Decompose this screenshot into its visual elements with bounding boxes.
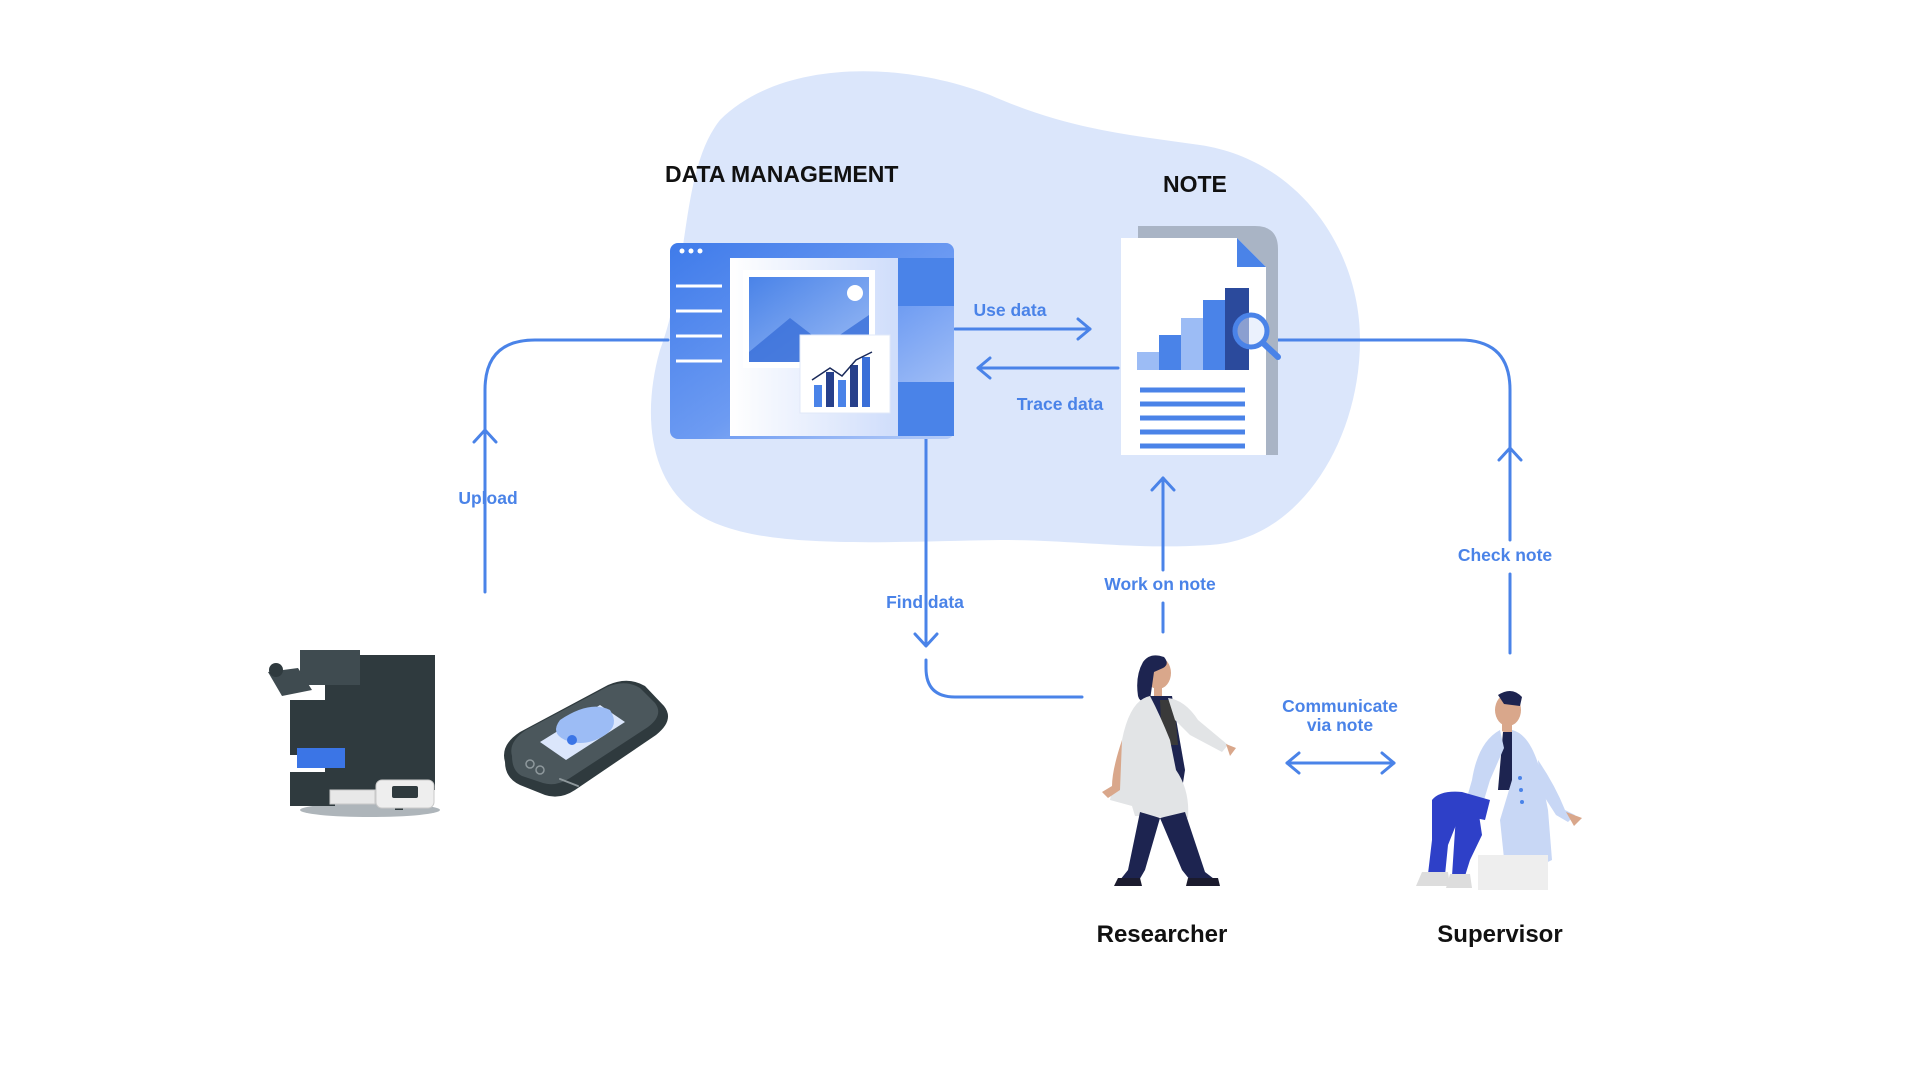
work-on-note-label: Work on note [1104,574,1216,594]
microscope-icon [268,650,440,817]
find-data-label: Find data [886,592,964,612]
work-on-note-connector [1150,476,1176,634]
use-data-connector [953,317,1092,341]
upload-label: Upload [458,488,517,508]
upload-connector [472,338,670,594]
trace-data-label: Trace data [1017,394,1104,414]
check-note-connector [1274,338,1523,655]
researcher-label: Researcher [1097,921,1228,948]
data-management-window-icon [670,243,954,439]
supervisor-label: Supervisor [1437,921,1562,948]
supervisor-figure [1416,690,1582,890]
data-management-title: DATA MANAGEMENT [665,161,898,187]
communicate-label-line1: Communicate [1282,696,1398,716]
use-data-label: Use data [974,300,1047,320]
note-document-icon [1121,226,1278,455]
trace-data-connector [976,356,1120,380]
magnifier-icon [1232,312,1281,360]
find-data-connector [913,436,1084,699]
note-title: NOTE [1163,171,1227,197]
communicate-label-line2: via note [1307,715,1373,735]
check-note-label: Check note [1458,545,1553,565]
communicate-connector [1285,751,1396,775]
plate-reader-icon [504,680,669,797]
researcher-figure [1102,655,1236,886]
